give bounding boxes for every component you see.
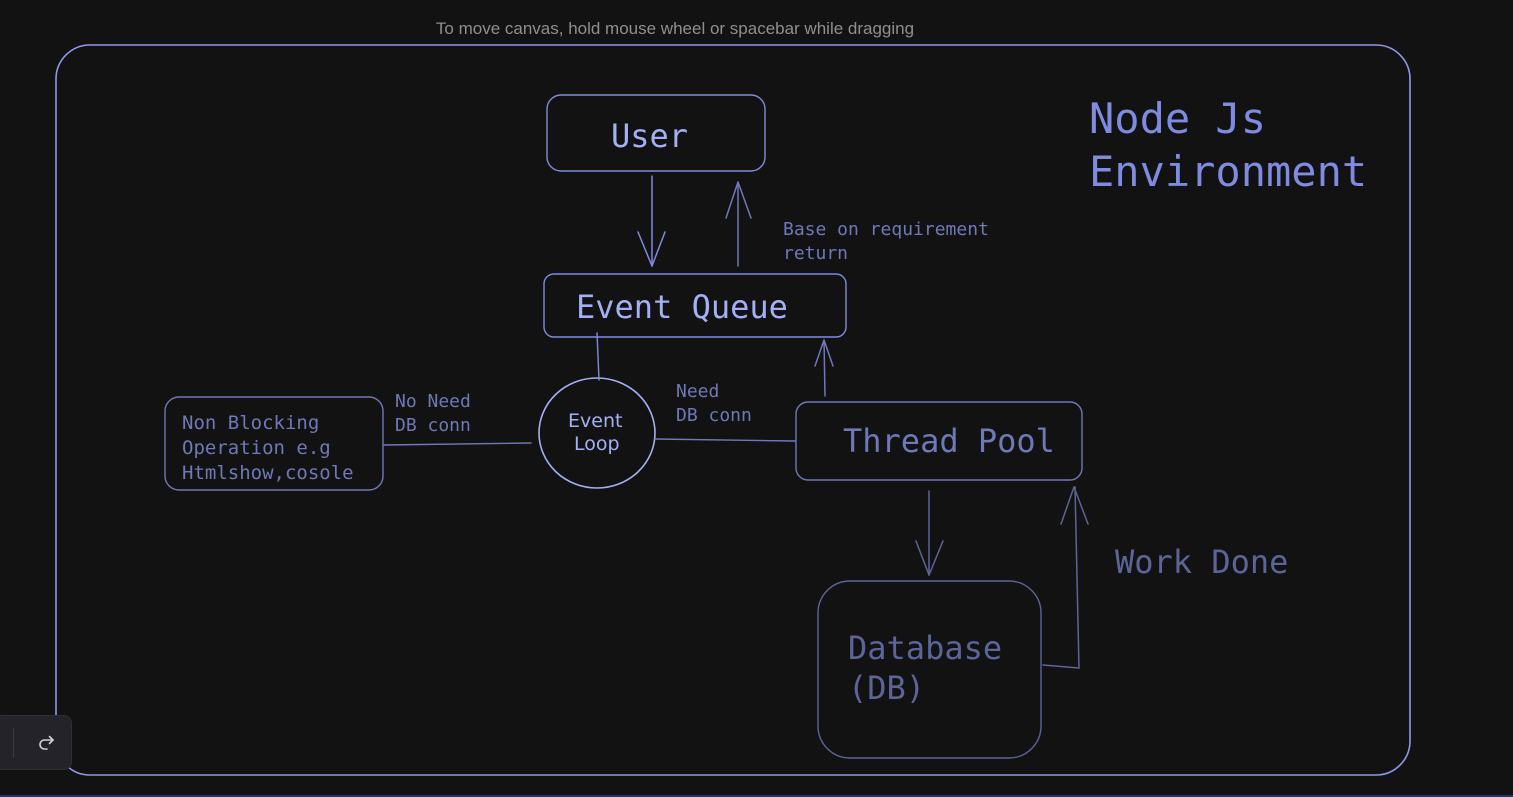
event-loop-label-line1: Event xyxy=(568,410,623,432)
environment-frame xyxy=(55,44,1411,776)
environment-title-line1: Node Js xyxy=(1089,94,1267,143)
line-loop-to-threadpool xyxy=(654,438,796,442)
database-label-line1: Database xyxy=(848,629,1003,667)
database-label-line2: (DB) xyxy=(848,669,926,707)
line-queue-to-loop xyxy=(596,332,600,381)
non-blocking-line2: Operation e.g xyxy=(182,437,331,459)
need-line1: Need xyxy=(676,381,720,402)
base-on-requirement-line1: Base on requirement xyxy=(783,219,989,240)
user-box xyxy=(546,94,766,172)
no-need-line2: DB conn xyxy=(395,415,471,436)
canvas-hint: To move canvas, hold mouse wheel or spac… xyxy=(435,19,915,38)
arrow-queue-to-user xyxy=(725,181,752,267)
arrow-user-to-queue xyxy=(637,175,666,267)
non-blocking-line1: Non Blocking xyxy=(182,412,320,434)
non-blocking-box xyxy=(164,396,384,491)
thread-pool-box xyxy=(795,401,1083,481)
redo-button[interactable] xyxy=(0,715,72,770)
canvas-bottom-border xyxy=(0,795,1513,797)
work-done-label: Work Done xyxy=(1115,543,1289,581)
redo-icon xyxy=(39,735,54,750)
base-on-requirement-line2: return xyxy=(783,243,849,264)
arrow-db-to-threadpool xyxy=(1042,486,1089,669)
arrow-threadpool-to-db xyxy=(915,490,944,576)
non-blocking-line3: Htmlshow,cosole xyxy=(182,462,354,484)
database-box xyxy=(817,580,1042,759)
toolbar-divider xyxy=(13,728,14,758)
event-queue-box xyxy=(543,273,847,338)
user-label: User xyxy=(611,117,689,155)
arrow-threadpool-to-queue xyxy=(814,339,834,397)
event-queue-label: Event Queue xyxy=(576,288,788,326)
no-need-line1: No Need xyxy=(395,391,471,412)
event-loop-label-line2: Loop xyxy=(574,433,620,455)
event-loop-circle xyxy=(538,377,656,489)
environment-title-line2: Environment xyxy=(1089,147,1368,196)
need-line2: DB conn xyxy=(676,405,752,426)
thread-pool-label: Thread Pool xyxy=(843,422,1055,460)
line-loop-to-nonblocking xyxy=(383,442,532,446)
